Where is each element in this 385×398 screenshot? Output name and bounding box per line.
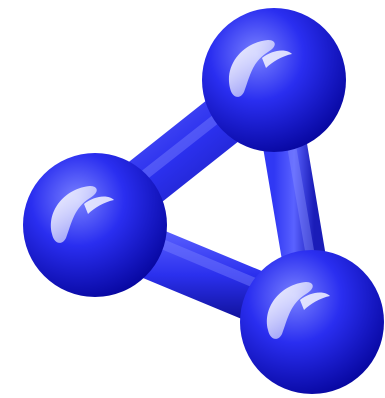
atom-bottom-right-shine [266,282,313,339]
atom-top-shine [228,40,275,97]
atom-top [202,8,346,152]
atom-bottom-right [240,250,384,394]
atom-left-shine [50,186,97,243]
atom-left [23,153,167,297]
